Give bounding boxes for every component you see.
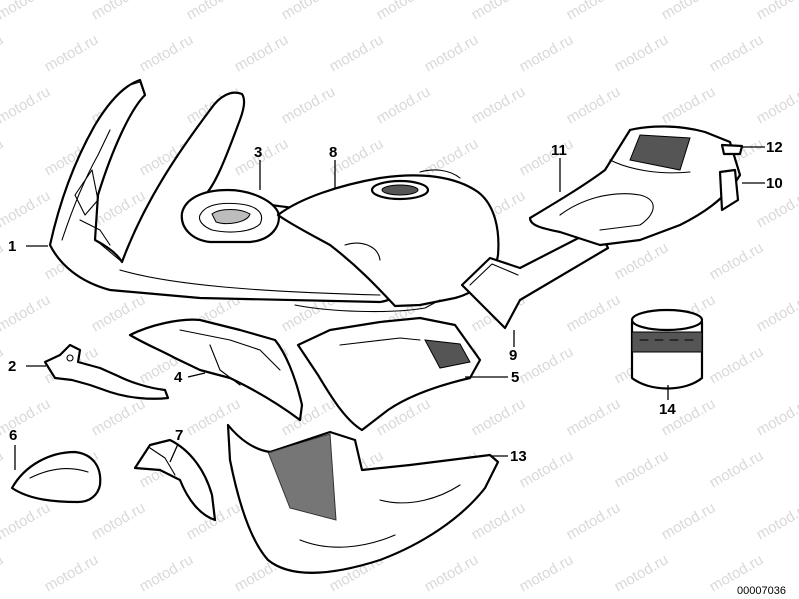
watermark-text: motod.ru (0, 135, 6, 179)
watermark-text: motod.ru (137, 551, 197, 595)
watermark-text: motod.ru (754, 83, 799, 127)
watermark-text: motod.ru (0, 31, 6, 75)
watermark-text: motod.ru (422, 31, 482, 75)
watermark-text: motod.ru (422, 551, 482, 595)
callout-1: 1 (8, 238, 16, 255)
part-3-vent (180, 188, 280, 244)
watermark-text: motod.ru (754, 187, 799, 231)
watermark-text: motod.ru (327, 31, 387, 75)
callout-11: 11 (551, 142, 567, 159)
watermark-text: motod.ru (279, 0, 339, 23)
callout-14: 14 (659, 401, 676, 418)
watermark-text: motod.ru (517, 343, 577, 387)
watermark-text: motod.ru (659, 0, 719, 23)
watermark-text: motod.ru (612, 551, 672, 595)
watermark-text: motod.ru (0, 551, 6, 595)
watermark-text: motod.ru (0, 395, 53, 439)
watermark-text: motod.ru (707, 447, 767, 491)
watermark-text: motod.ru (0, 499, 53, 543)
document-number: 00007036 (737, 585, 786, 597)
part-11-seat-tail (528, 125, 742, 247)
watermark-text: motod.ru (0, 187, 53, 231)
watermark-text: motod.ru (0, 291, 53, 335)
watermark-text: motod.ru (0, 83, 53, 127)
watermark-text: motod.ru (517, 551, 577, 595)
watermark-text: motod.ru (707, 31, 767, 75)
watermark-text: motod.ru (754, 0, 799, 23)
watermark-text: motod.ru (564, 83, 624, 127)
callout-5: 5 (511, 369, 519, 386)
callout-13: 13 (510, 448, 527, 465)
part-14-paint-can (630, 308, 704, 390)
part-5-side-fairing (296, 316, 482, 432)
watermark-text: motod.ru (754, 395, 799, 439)
part-4-inner-panel (128, 318, 304, 422)
watermark-text: motod.ru (612, 239, 672, 283)
part-12-clip (720, 143, 744, 156)
watermark-text: motod.ru (89, 291, 149, 335)
callout-7: 7 (175, 427, 183, 444)
callout-2: 2 (8, 358, 16, 375)
watermark-text: motod.ru (754, 499, 799, 543)
watermark-text: motod.ru (279, 83, 339, 127)
watermark-text: motod.ru (184, 0, 244, 23)
part-6-front-fender (10, 450, 102, 504)
callout-10: 10 (766, 175, 783, 192)
watermark-text: motod.ru (564, 499, 624, 543)
callout-12: 12 (766, 139, 783, 156)
part-8-tank-cover (276, 169, 500, 313)
watermark-text: motod.ru (374, 83, 434, 127)
watermark-text: motod.ru (0, 0, 53, 23)
leader-lines (14, 146, 765, 470)
watermark-text: motod.ru (232, 31, 292, 75)
callout-4: 4 (174, 369, 183, 386)
watermark-text: motod.ru (0, 447, 6, 491)
watermark-text: motod.ru (659, 83, 719, 127)
part-7-inner-fender (133, 438, 217, 522)
watermark-text: motod.ru (137, 31, 197, 75)
watermark-text: motod.ru (517, 31, 577, 75)
watermark-text: motod.ru (707, 239, 767, 283)
watermark-text: motod.ru (469, 83, 529, 127)
watermark-text: motod.ru (0, 239, 6, 283)
watermark-text: motod.ru (42, 551, 102, 595)
watermark-text: motod.ru (612, 31, 672, 75)
watermark-text: motod.ru (754, 291, 799, 335)
part-10-bracket (718, 168, 740, 212)
watermark-text: motod.ru (469, 395, 529, 439)
watermark-text: motod.ru (89, 499, 149, 543)
watermark-text: motod.ru (374, 0, 434, 23)
callout-labels: 1 2 3 4 5 6 7 8 9 10 11 12 13 14 (8, 139, 783, 465)
watermark-text: motod.ru (469, 0, 529, 23)
watermark-text: motod.ru (42, 31, 102, 75)
callout-6: 6 (9, 427, 17, 444)
part-2-bracket (43, 343, 170, 400)
watermark-text: motod.ru (517, 135, 577, 179)
watermark-text: motod.ru (564, 0, 624, 23)
part-13-belly-pan (226, 423, 500, 574)
watermark-text: motod.ru (469, 499, 529, 543)
watermark-text: motod.ru (564, 291, 624, 335)
watermark-text: motod.ru (659, 499, 719, 543)
callout-3: 3 (254, 144, 262, 161)
watermark-text: motod.ru (707, 343, 767, 387)
callout-9: 9 (509, 347, 517, 364)
watermark-text: motod.ru (0, 343, 6, 387)
watermark-text: motod.ru (89, 0, 149, 23)
watermark-text: motod.ru (612, 447, 672, 491)
watermark-text: motod.ru (564, 395, 624, 439)
callout-8: 8 (329, 144, 337, 161)
watermark-text: motod.ru (89, 395, 149, 439)
